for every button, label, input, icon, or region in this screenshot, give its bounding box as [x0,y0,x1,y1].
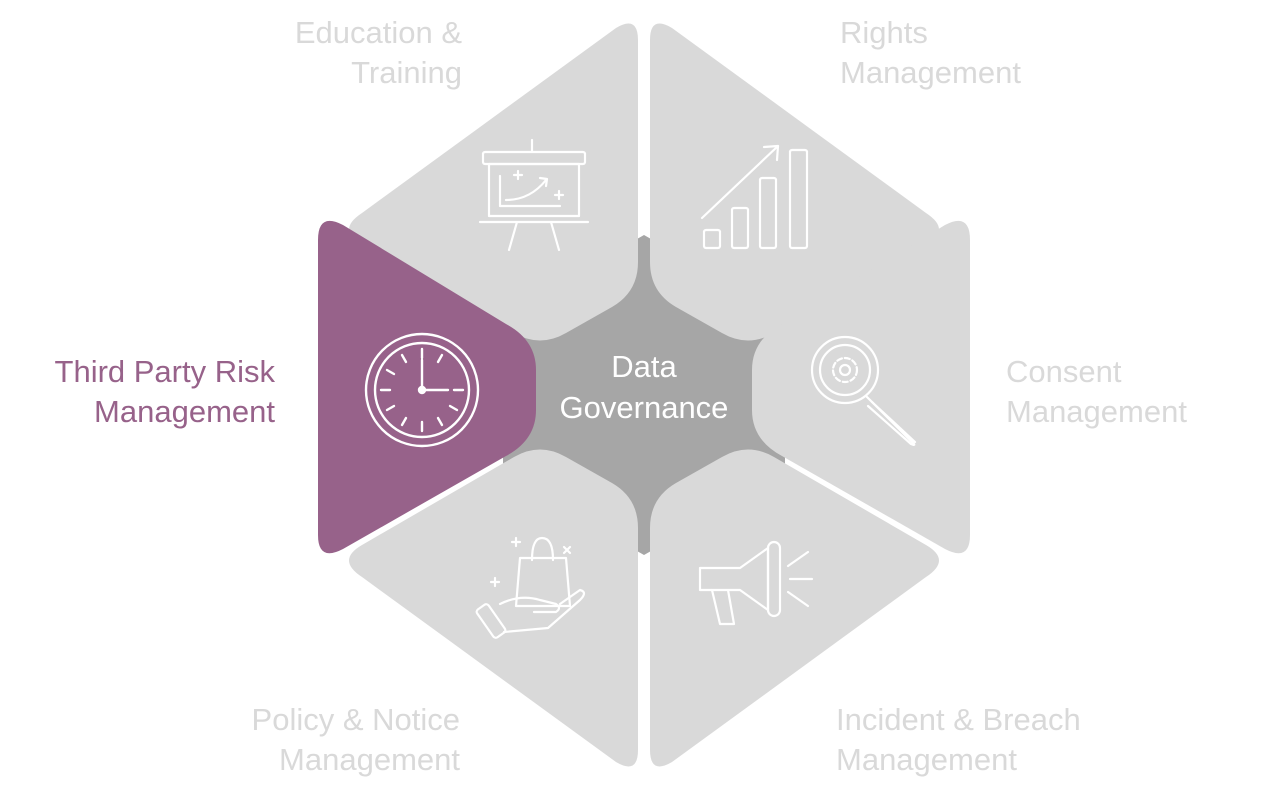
label-rights-line1: Rights [840,15,928,50]
label-policy-notice-management: Policy & Notice Management [252,700,460,780]
clock-icon [364,332,480,448]
segment-consent-management[interactable] [752,220,970,554]
label-education-line1: Education & [294,15,462,50]
growth-bar-chart-icon [700,144,809,250]
segment-education-training[interactable] [349,23,638,341]
segment-incident-breach-management[interactable] [650,449,939,767]
label-incident-line2: Management [836,742,1017,777]
label-rights-line2: Management [840,55,1021,90]
label-consent-line1: Consent [1006,354,1122,389]
label-education-line2: Training [351,55,462,90]
segment-policy-notice-management[interactable] [349,449,638,767]
magnifier-gear-icon [810,335,917,446]
center-label: Data Governance [524,346,764,428]
label-incident-breach-management: Incident & Breach Management [836,700,1081,780]
label-rights-management: Rights Management [840,13,1021,93]
label-consent-line2: Management [1006,394,1187,429]
center-label-line2: Governance [559,390,729,425]
label-third-party-risk-management: Third Party Risk Management [55,352,275,432]
segment-third-party-risk-management[interactable] [318,220,536,554]
label-policy-line2: Management [279,742,460,777]
label-education-training: Education & Training [295,13,462,93]
megaphone-icon [698,540,814,626]
label-incident-line1: Incident & Breach [836,702,1081,737]
label-third-party-line1: Third Party Risk [54,354,275,389]
label-consent-management: Consent Management [1006,352,1187,432]
label-policy-line1: Policy & Notice [251,702,460,737]
center-label-line1: Data [611,349,677,384]
segment-rights-management[interactable] [650,23,939,341]
hand-holding-bag-icon [475,536,586,639]
presentation-board-icon [478,138,590,252]
label-third-party-line2: Management [94,394,275,429]
